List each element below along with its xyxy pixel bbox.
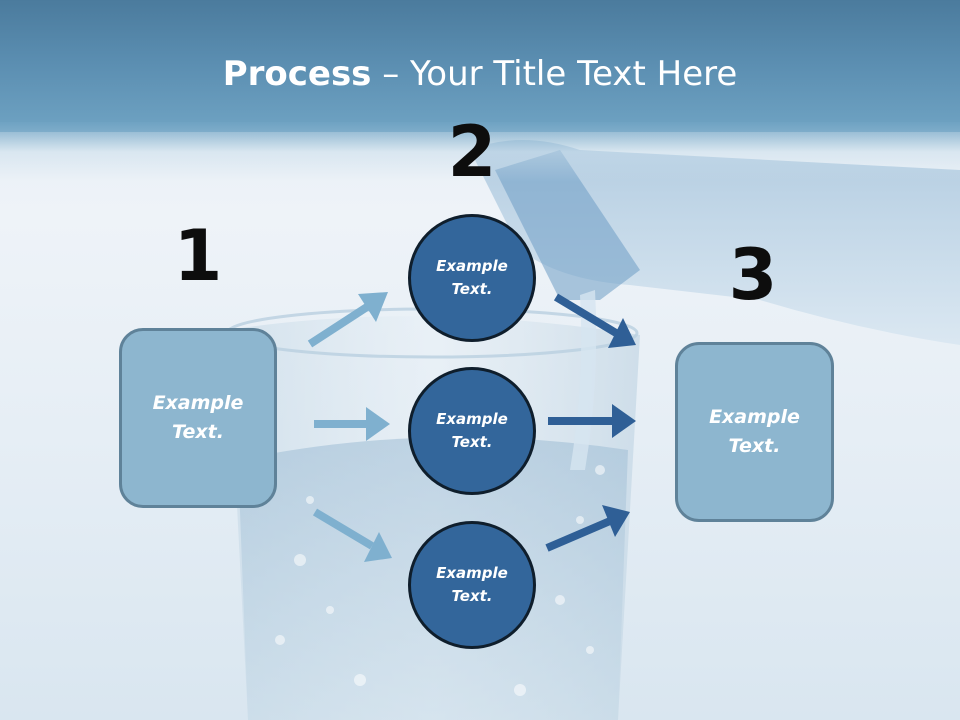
bottle-shape [470,140,960,345]
title-bold-part: Process [222,54,372,94]
step-number-2: 2 [447,111,497,193]
box-step-3: Example Text. [675,342,834,522]
circle-3-text-line-2: Text. [451,587,493,605]
arrow-top-to-right [553,293,636,348]
circle-1-text-line-2: Text. [451,280,493,298]
circle-2-text-line-2: Text. [451,433,493,451]
box-1-text-line-2: Text. [172,421,224,443]
title-band-fade [0,122,960,182]
circle-3-text-line-1: Example [436,564,508,582]
circle-1-text-line-1: Example [436,257,508,275]
arrow-left-to-top [307,292,388,348]
arrow-bottom-to-right [545,505,630,552]
bottle-neck [495,150,640,300]
circle-step-2b: Example Text. [408,367,536,495]
circle-2-text-line-1: Example [436,410,508,428]
arrow-left-to-bottom [312,508,392,562]
title-band [0,0,960,132]
box-1-text-line-1: Example [152,392,244,414]
step-number-1: 1 [173,215,223,297]
circle-step-2a: Example Text. [408,214,536,342]
box-step-1: Example Text. [119,328,277,508]
bubbles [275,465,605,696]
slide-title: Process – Your Title Text Here [0,52,960,96]
circle-step-2c: Example Text. [408,521,536,649]
box-3-text-line-1: Example [709,406,800,428]
arrow-middle-to-right [548,404,636,438]
box-3-text-line-2: Text. [728,435,781,457]
step-number-3: 3 [728,234,778,316]
title-rest-part: – Your Title Text Here [371,54,738,94]
arrow-left-to-middle [314,407,390,441]
